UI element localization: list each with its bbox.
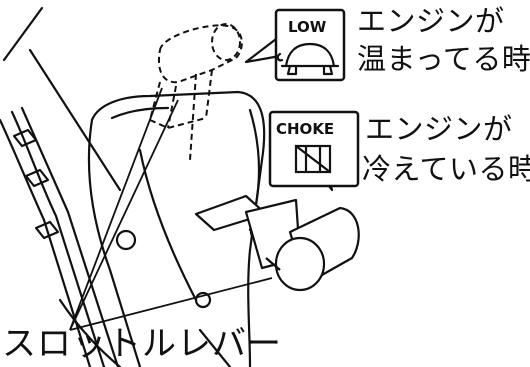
- choke-badge-label: CHOKE: [276, 120, 335, 138]
- low-callout-line1: エンジンが: [357, 4, 505, 38]
- choke-callout-line2: 冷えている時: [362, 152, 530, 186]
- lever-choke-position: [194, 194, 360, 292]
- throttle-lever-label: スロットルレバー: [2, 324, 282, 364]
- low-badge-label: LOW: [288, 18, 327, 36]
- choke-badge: [268, 110, 360, 188]
- turtle-icon: [276, 42, 340, 76]
- choke-icon: [294, 144, 332, 174]
- low-callout-line2: 温まってる時: [357, 42, 530, 76]
- choke-callout-line1: エンジンが: [365, 112, 513, 146]
- motor-body-illustration: [0, 6, 267, 367]
- low-badge: [274, 8, 346, 82]
- part-label-leader-lines: [69, 87, 273, 331]
